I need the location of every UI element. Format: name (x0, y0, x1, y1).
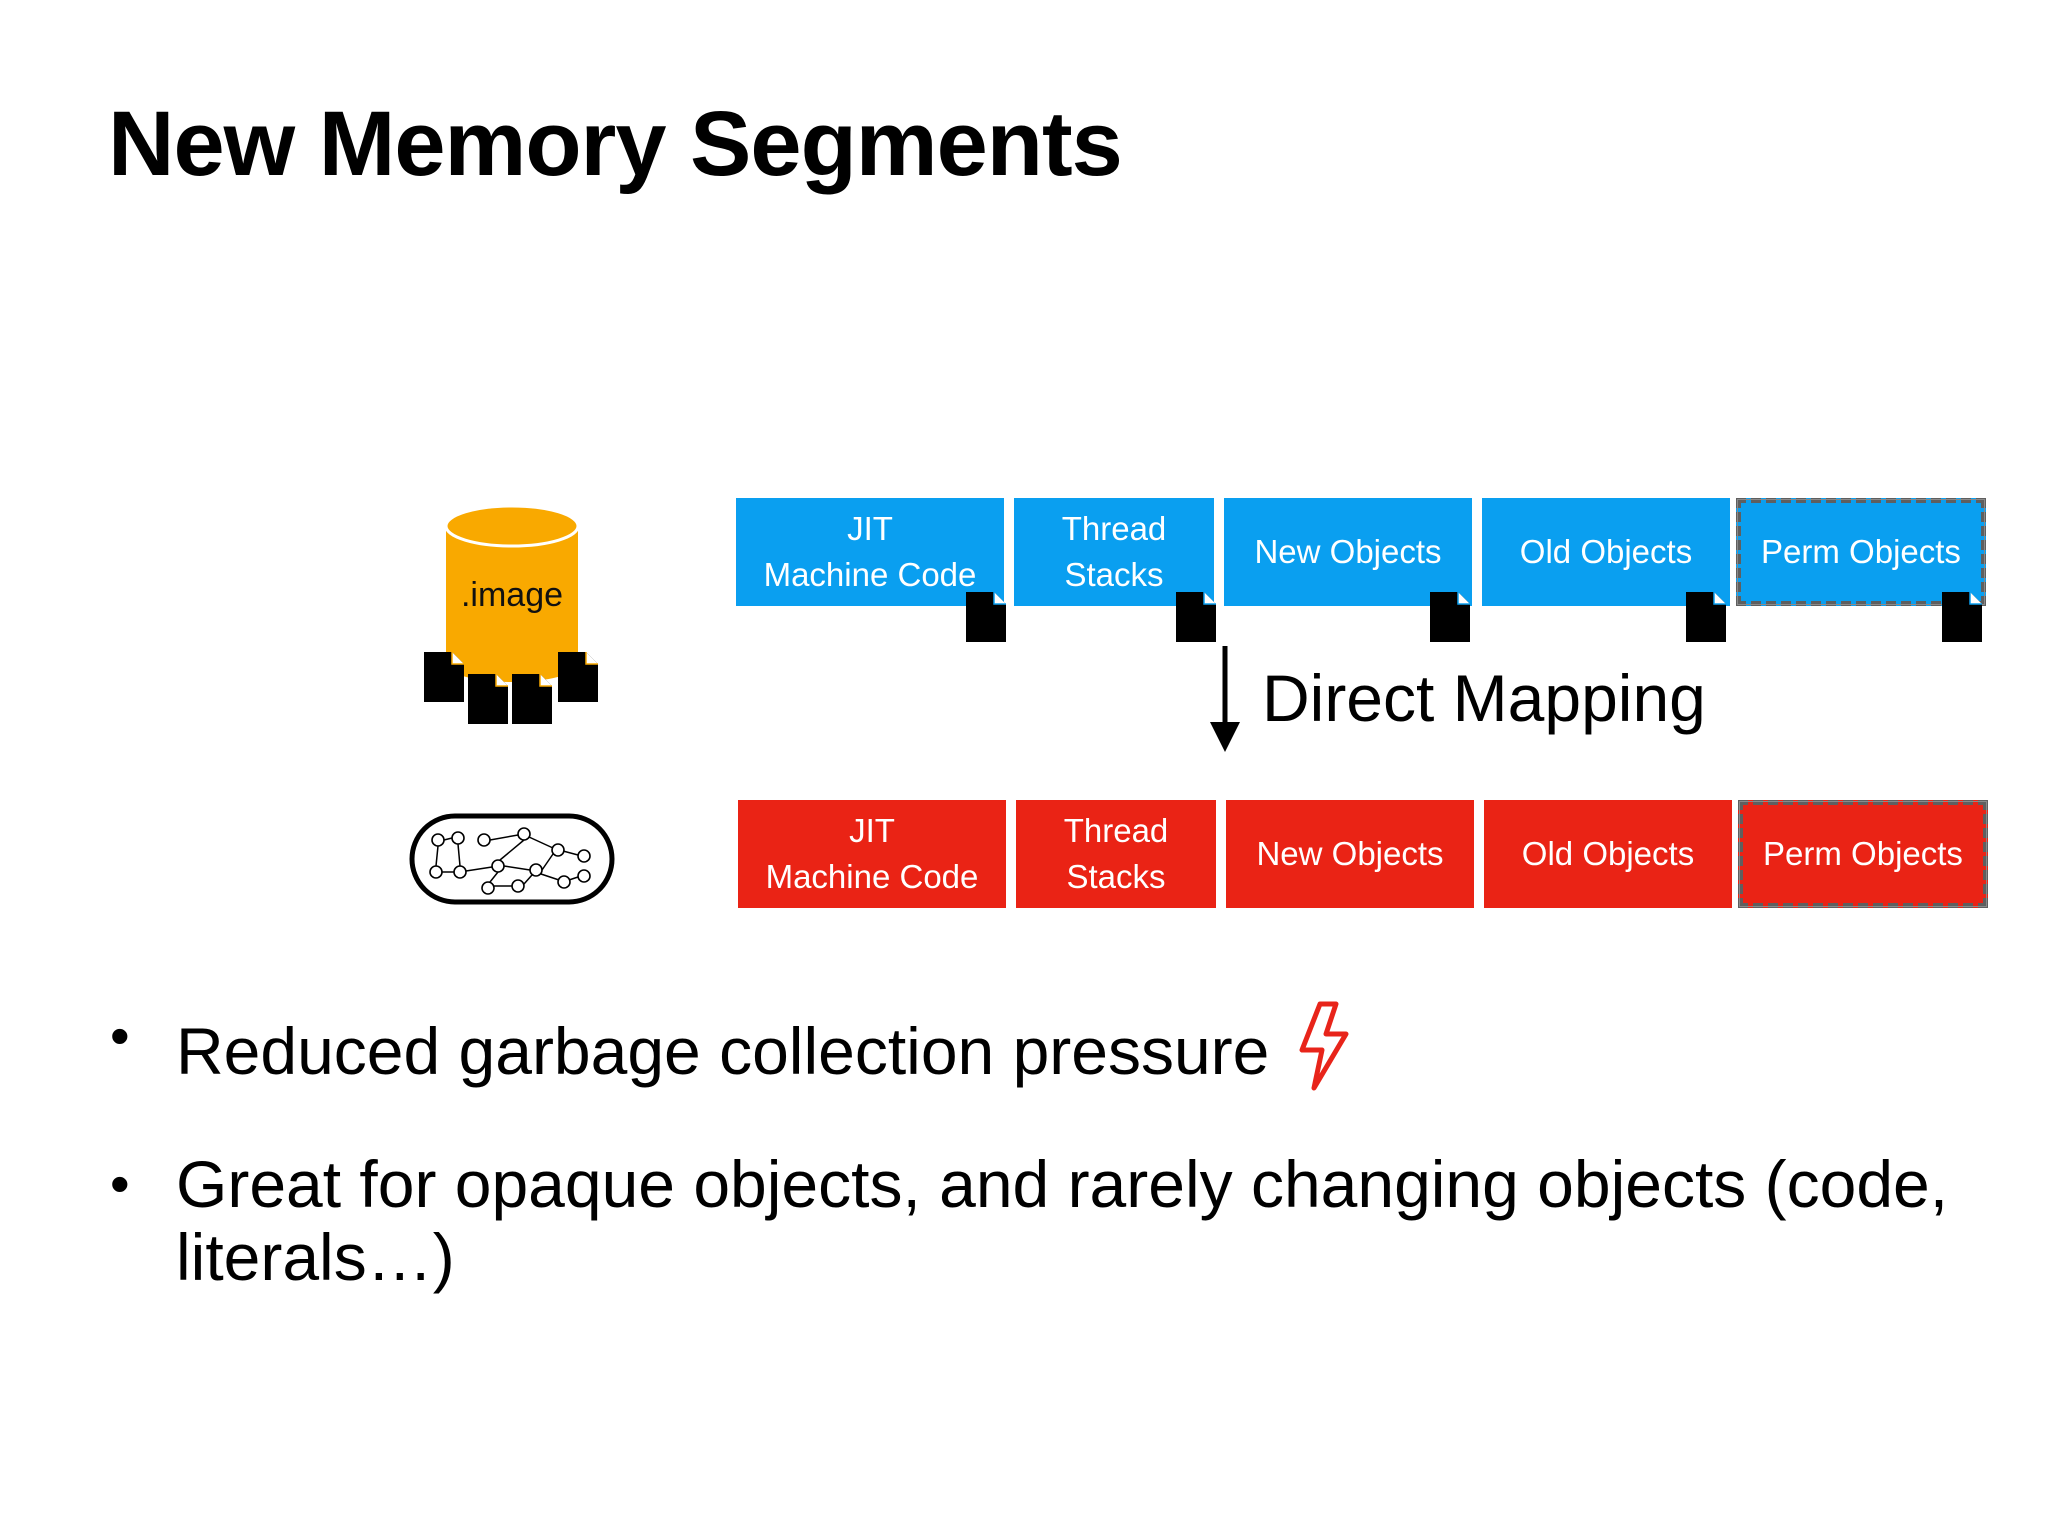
bullet-list: • Reduced garbage collection pressure • … (106, 1000, 1986, 1349)
image-label: .image (460, 576, 564, 614)
segment-old-objects: Old Objects (1482, 498, 1730, 606)
bullet-marker: • (110, 1152, 130, 1215)
document-icon (1430, 592, 1470, 642)
segment-perm-objects: Perm Objects (1736, 498, 1986, 606)
bullet-text: Great for opaque objects, and rarely cha… (176, 1147, 1949, 1294)
segment-new-objects: New Objects (1226, 800, 1474, 908)
document-icon (468, 674, 508, 724)
slide-title: New Memory Segments (108, 93, 1123, 195)
document-icon (1942, 592, 1982, 642)
segment-old-objects: Old Objects (1484, 800, 1732, 908)
bullet-text: Reduced garbage collection pressure (176, 1014, 1270, 1088)
document-icon (1176, 592, 1216, 642)
bullet-item: • Reduced garbage collection pressure (106, 1000, 1986, 1092)
bullet-marker: • (110, 1004, 130, 1067)
document-icon (558, 652, 598, 702)
bullet-item: • Great for opaque objects, and rarely c… (106, 1148, 1986, 1293)
object-graph-icon (409, 813, 615, 905)
arrow-down-icon (1210, 646, 1240, 752)
document-icon (966, 592, 1006, 642)
lightning-bolt-icon (1299, 1001, 1349, 1091)
document-icon (424, 652, 464, 702)
document-icon (512, 674, 552, 724)
segment-perm-objects: Perm Objects (1738, 800, 1988, 908)
image-cylinder-icon: .image (444, 504, 580, 694)
direct-mapping-label: Direct Mapping (1262, 661, 1706, 735)
segment-new-objects: New Objects (1224, 498, 1472, 606)
document-icon (1686, 592, 1726, 642)
